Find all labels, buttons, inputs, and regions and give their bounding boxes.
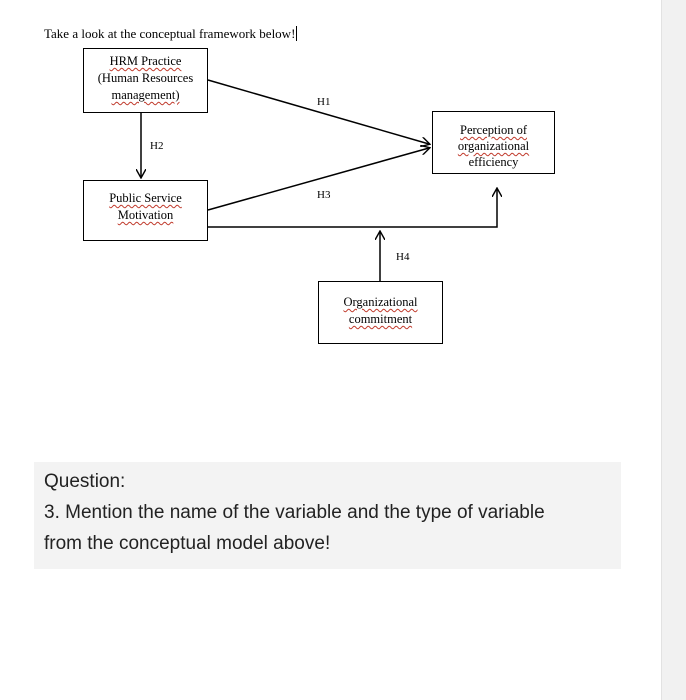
hrm-box-line1: HRM Practice [109, 54, 182, 68]
h3-arrow [207, 148, 429, 211]
psm-box-line1: Public Service [109, 191, 182, 205]
oc-box-line1: Organizational [343, 295, 418, 309]
h2-label: H2 [150, 140, 164, 152]
psm-to-perception-connector [208, 189, 497, 228]
intro-text: Take a look at the conceptual framework … [44, 26, 298, 42]
public-service-motivation-box: Public Service Motivation [83, 180, 208, 241]
hrm-box-line2: (Human Resources [97, 71, 194, 85]
h3-label: H3 [317, 189, 331, 201]
perception-of-organizational-efficiency-box: Perception of organizational efficiency [432, 111, 555, 174]
organizational-commitment-box: Organizational commitment [318, 281, 443, 344]
question-line2: from the conceptual model above! [44, 533, 331, 554]
h4-label: H4 [396, 251, 410, 263]
intro-text-label: Take a look at the conceptual framework … [44, 26, 296, 41]
poe-box-line3: efficiency [468, 155, 519, 169]
poe-box-line2: organizational [457, 139, 530, 153]
hrm-box-line3: management) [111, 88, 180, 102]
question-line1: 3. Mention the name of the variable and … [44, 502, 545, 523]
text-cursor [296, 26, 298, 41]
scrollbar-track[interactable] [661, 0, 686, 700]
h1-arrow [207, 79, 429, 144]
hrm-practice-box: HRM Practice (Human Resources management… [83, 48, 208, 113]
question-panel: Question: 3. Mention the name of the var… [34, 462, 621, 569]
conceptual-framework-diagram: HRM Practice (Human Resources management… [0, 48, 686, 344]
poe-box-line1: Perception of [460, 123, 527, 137]
diagram-connectors [0, 79, 686, 281]
question-heading: Question: [44, 471, 126, 492]
oc-box-line2: commitment [348, 312, 413, 326]
psm-box-line2: Motivation [117, 208, 174, 222]
h1-label: H1 [317, 96, 331, 108]
